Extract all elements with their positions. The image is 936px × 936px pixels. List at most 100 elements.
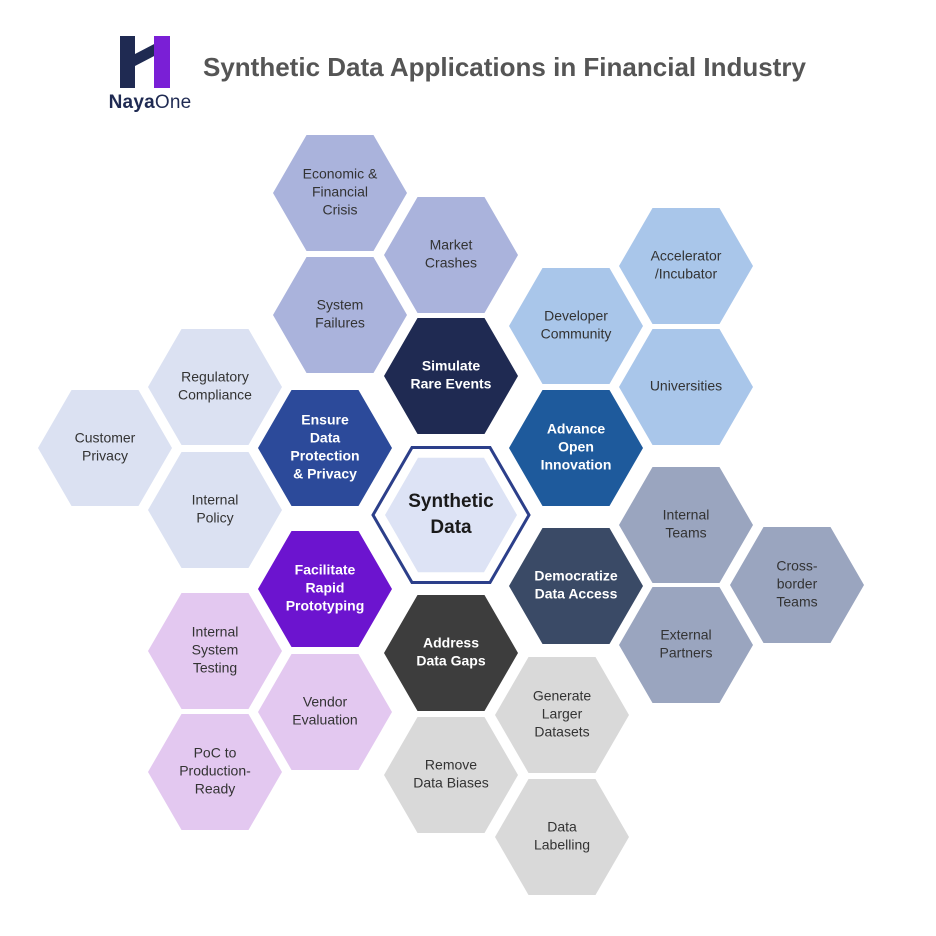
logo-text: NayaOne <box>100 92 200 114</box>
hexagon-label-line: Economic & <box>303 166 378 182</box>
center-hexagon-fill <box>385 457 517 573</box>
hexagon-shape <box>619 467 753 583</box>
hexagon-label-line: Rapid <box>306 580 345 596</box>
hexagon-label-line: Failures <box>315 315 365 331</box>
hexagon-label-line: Privacy <box>82 448 128 464</box>
hexagon-label-line: Data Access <box>535 586 618 602</box>
hexagon-shape <box>384 595 518 711</box>
hexagon-label-line: Data <box>310 430 341 446</box>
hexagon-label-line: System <box>192 642 239 658</box>
hexagon-label-line: Accelerator <box>651 248 722 264</box>
hexagon-label-line: Teams <box>665 525 706 541</box>
hexagon-universities: Universities <box>619 329 753 445</box>
page-title: Synthetic Data Applications in Financial… <box>203 52 806 82</box>
hexagon-label-line: Customer <box>75 430 136 446</box>
hexagon-label-line: Remove <box>425 757 477 773</box>
hexagon-shape <box>273 257 407 373</box>
hexagon-shape <box>273 135 407 251</box>
hexagon-label-line: border <box>777 576 818 592</box>
hexagon-label-line: Policy <box>196 510 233 526</box>
hexagon-label-line: Facilitate <box>295 562 356 578</box>
hexagon-label-line: Simulate <box>422 358 481 374</box>
logo-brand-regular: One <box>154 92 192 113</box>
hexagon-label-line: Teams <box>776 594 817 610</box>
hexagon-shape <box>258 390 392 506</box>
hexagon-label-line: System <box>317 297 364 313</box>
hexagon-poc-to-production-ready: PoC to Production- Ready <box>148 714 282 830</box>
hexagon-label-line: Crisis <box>323 202 358 218</box>
hexagon-label-line: Vendor <box>303 694 348 710</box>
hexagon-label-line: Partners <box>660 645 713 661</box>
hexagon-shape <box>258 654 392 770</box>
hexagon-label-line: Data Biases <box>413 775 488 791</box>
hexagon-label-line: Data <box>430 517 472 538</box>
hexagon-label-line: Protection <box>290 448 359 464</box>
hexagon-shape <box>730 527 864 643</box>
hexagon-label-line: Universities <box>650 378 722 394</box>
hexagon-label-line: Market <box>430 237 473 253</box>
hexagon-label-line: Internal <box>192 624 239 640</box>
hexagon-shape <box>619 329 753 445</box>
hexagon-label-line: Innovation <box>541 457 612 473</box>
hexagon-label-line: Testing <box>193 660 237 676</box>
hexagon-label-line: Prototyping <box>286 598 365 614</box>
hexagon-shape <box>509 528 643 644</box>
hexagon-label-line: /Incubator <box>655 266 718 282</box>
hexagon-shape <box>509 268 643 384</box>
hexagon-accelerator-incubator: Accelerator/Incubator <box>619 208 753 324</box>
hexagon-label-line: Production- <box>179 763 251 779</box>
hexagon-label-line: Generate <box>533 688 592 704</box>
hexagon-label-line: Democratize <box>534 568 617 584</box>
hexagon-shape <box>384 197 518 313</box>
hexagon-label-line: Crashes <box>425 255 477 271</box>
hexagon-shape <box>495 779 629 895</box>
logo-mark-icon <box>120 36 170 88</box>
hexagon-label-line: Data Gaps <box>416 653 485 669</box>
hexagon-shape <box>619 208 753 324</box>
hexagon-label-line: Internal <box>663 507 710 523</box>
naya-one-logo: NayaOne <box>100 30 200 120</box>
hexagon-shape <box>495 657 629 773</box>
hexagon-label-line: Compliance <box>178 387 252 403</box>
hexagon-label-line: Community <box>541 326 612 342</box>
hexagon-shape <box>509 390 643 506</box>
hexagon-label-line: Regulatory <box>181 369 249 385</box>
hexagon-label-line: & Privacy <box>293 466 357 482</box>
hexagon-label-line: PoC to <box>194 745 237 761</box>
hexagon-shape <box>148 593 282 709</box>
hexagon-label-line: Labelling <box>534 837 590 853</box>
hexagon-label-line: Cross- <box>776 558 818 574</box>
hexagon-label-line: Financial <box>312 184 368 200</box>
hexagon-label-line: Datasets <box>534 724 589 740</box>
hexagon-shape <box>258 531 392 647</box>
hexagon-shape <box>148 714 282 830</box>
hexagon-shape <box>148 452 282 568</box>
hexagon-label-line: Synthetic <box>408 491 494 512</box>
hexagon-shape <box>384 318 518 434</box>
hexagon-label-line: Ensure <box>301 412 349 428</box>
logo-brand-bold: Naya <box>108 92 155 113</box>
hexagon-label-line: Larger <box>542 706 583 722</box>
hexagon-label-line: Ready <box>195 781 235 797</box>
hexagon-label-line: Open <box>558 439 594 455</box>
hexagon-shape <box>619 587 753 703</box>
hexagon-label-line: Internal <box>192 492 239 508</box>
